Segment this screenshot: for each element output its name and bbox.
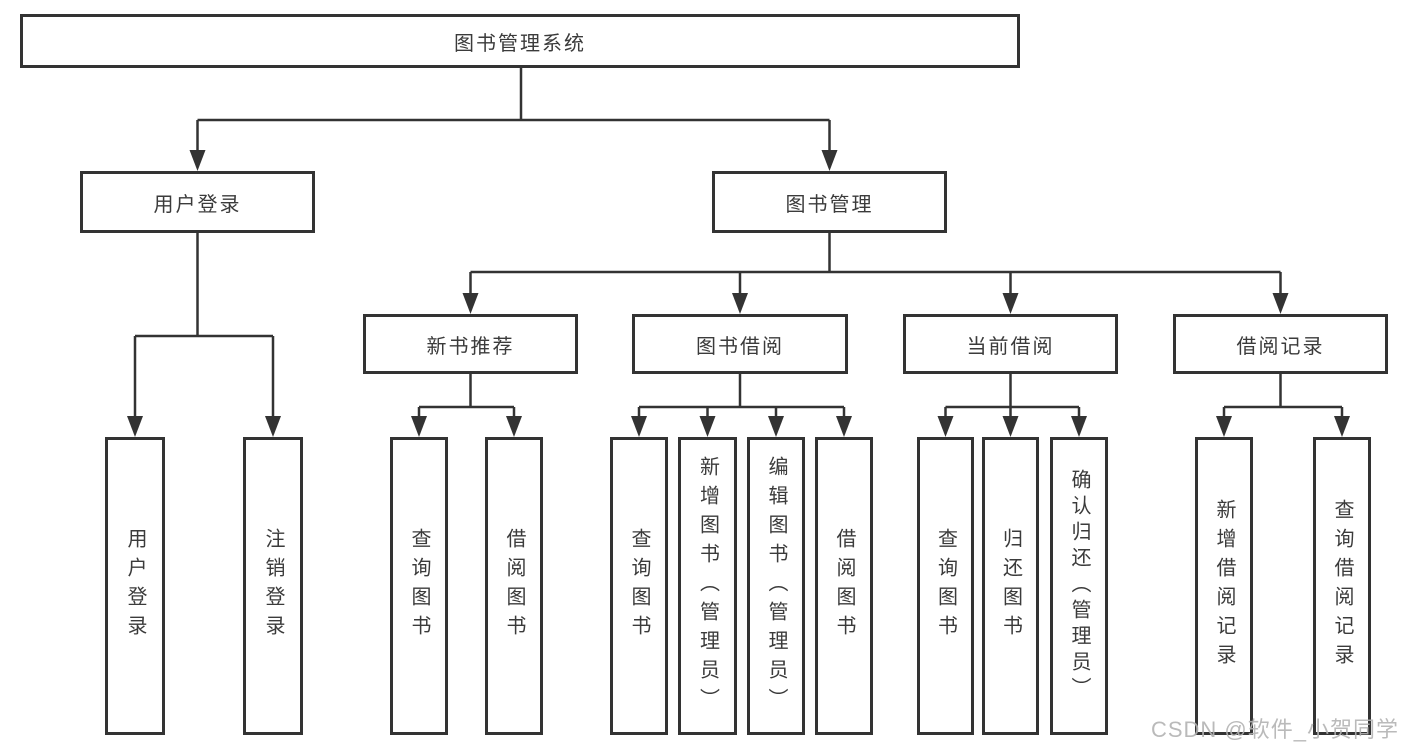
- connector-arrowheads: [127, 150, 1350, 437]
- leaf-records-add-record: 新增借阅记录: [1195, 437, 1253, 735]
- node-borrow-records-label: 借阅记录: [1236, 335, 1325, 358]
- csdn-watermark: CSDN @软件_小贺同学: [1150, 717, 1399, 742]
- node-new-book-recommend: 新书推荐: [363, 314, 578, 374]
- leaf-user-login-label: 用户登录: [124, 528, 146, 644]
- leaf-records-query-record: 查询借阅记录: [1313, 437, 1371, 735]
- node-current-borrow-label: 当前借阅: [966, 335, 1055, 358]
- node-book-management-label: 图书管理: [785, 193, 874, 216]
- leaf-borrow-edit-books-admin-label: 编辑图书（管理员）: [765, 455, 787, 717]
- leaf-borrow-add-books-admin-label: 新增图书（管理员）: [696, 455, 719, 717]
- leaf-current-confirm-return-admin: 确认归还（管理员）: [1050, 437, 1108, 735]
- leaf-borrow-query-books-label: 查询图书: [628, 528, 650, 644]
- leaf-borrow-query-books: 查询图书: [610, 437, 668, 735]
- connector-lines: [133, 68, 1344, 420]
- node-book-management: 图书管理: [712, 171, 947, 233]
- leaf-records-query-record-label: 查询借阅记录: [1331, 499, 1353, 673]
- node-book-borrow: 图书借阅: [632, 314, 848, 374]
- leaf-logout: 注销登录: [243, 437, 303, 735]
- node-root-system: 图书管理系统: [20, 14, 1020, 68]
- leaf-current-confirm-return-admin-label: 确认归还（管理员）: [1068, 469, 1090, 703]
- node-book-borrow-label: 图书借阅: [696, 335, 784, 358]
- leaf-newrec-borrow-books-label: 借阅图书: [503, 528, 525, 644]
- node-user-login-label: 用户登录: [153, 193, 242, 216]
- node-current-borrow: 当前借阅: [903, 314, 1118, 374]
- leaf-newrec-borrow-books: 借阅图书: [485, 437, 543, 735]
- leaf-user-login: 用户登录: [105, 437, 165, 735]
- leaf-borrow-edit-books-admin: 编辑图书（管理员）: [747, 437, 805, 735]
- leaf-current-return-books-label: 归还图书: [999, 528, 1022, 644]
- node-borrow-records: 借阅记录: [1173, 314, 1388, 374]
- leaf-current-query-books: 查询图书: [917, 437, 974, 735]
- node-root-system-label: 图书管理系统: [454, 32, 586, 55]
- node-user-login: 用户登录: [80, 171, 315, 233]
- leaf-newrec-query-books: 查询图书: [390, 437, 448, 735]
- leaf-current-query-books-label: 查询图书: [934, 528, 957, 644]
- leaf-records-add-record-label: 新增借阅记录: [1213, 499, 1235, 673]
- node-new-book-recommend-label: 新书推荐: [426, 335, 515, 358]
- leaf-logout-label: 注销登录: [262, 528, 284, 644]
- leaf-borrow-borrow-books-label: 借阅图书: [833, 528, 855, 644]
- leaf-borrow-add-books-admin: 新增图书（管理员）: [678, 437, 737, 735]
- leaf-newrec-query-books-label: 查询图书: [408, 528, 430, 644]
- leaf-borrow-borrow-books: 借阅图书: [815, 437, 873, 735]
- leaf-current-return-books: 归还图书: [982, 437, 1039, 735]
